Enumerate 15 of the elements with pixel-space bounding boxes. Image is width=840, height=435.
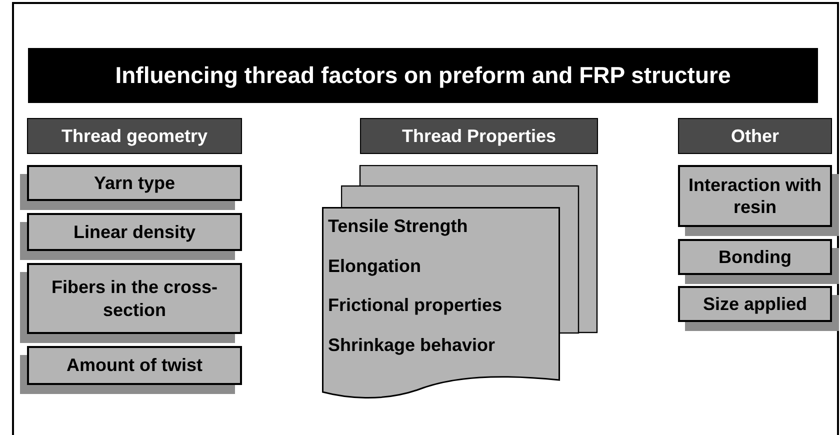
category-header: Thread Properties: [360, 118, 598, 154]
factor-box: Interaction with resin: [678, 165, 832, 227]
property-text: Tensile Strength: [328, 215, 469, 238]
property-text: Shrinkage behavior: [328, 334, 496, 356]
factor-box: Size applied: [678, 286, 832, 322]
factor-box: Bonding: [678, 239, 832, 275]
category-header: Other: [678, 118, 832, 154]
property-text: Elongation: [328, 254, 422, 277]
property-text: Frictional properties: [328, 294, 504, 316]
factor-box: Amount of twist: [27, 346, 242, 385]
factor-box: Yarn type: [27, 165, 242, 201]
factor-box: Fibers in the cross-section: [27, 263, 242, 334]
title-banner: Influencing thread factors on preform and FRP structure: [28, 48, 818, 103]
factor-box: Linear density: [27, 213, 242, 251]
category-header: Thread geometry: [27, 118, 242, 154]
